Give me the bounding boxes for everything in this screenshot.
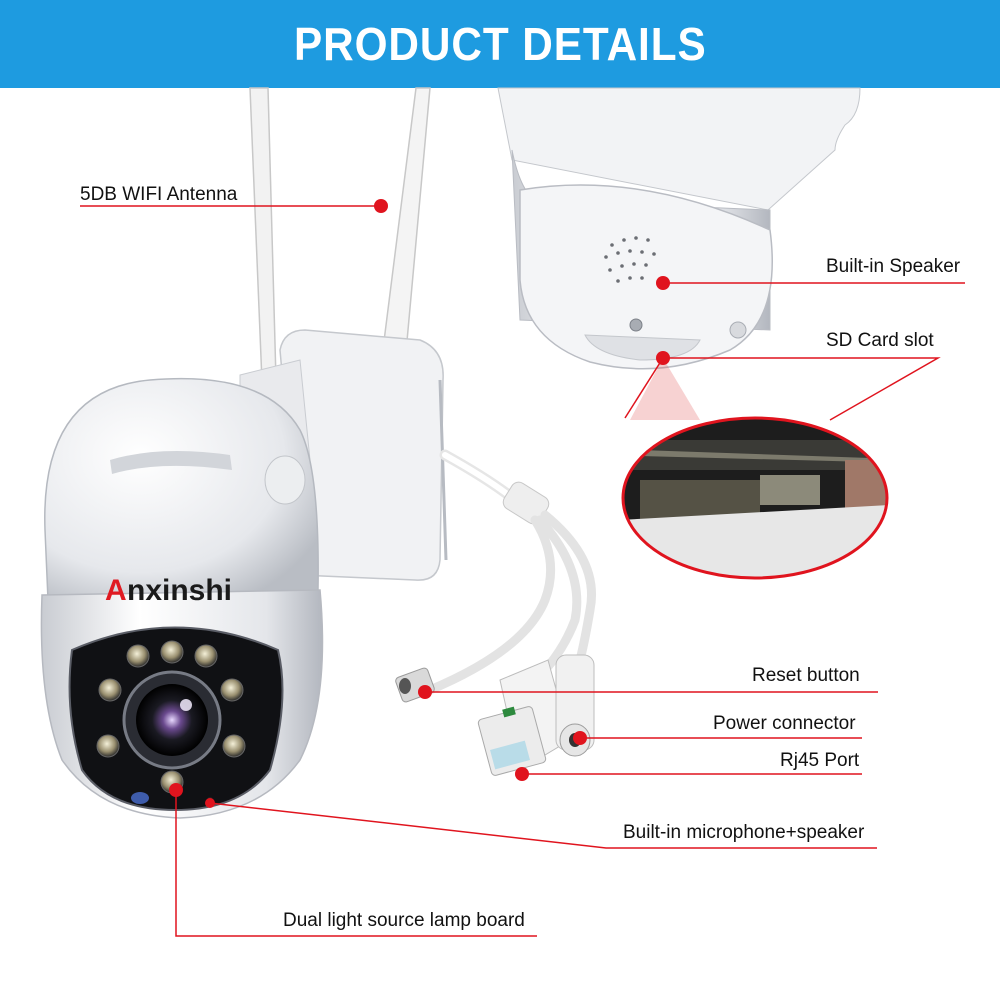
antenna-left <box>249 87 277 383</box>
label-rj45-port: Rj45 Port <box>780 750 860 771</box>
reset-connector <box>395 667 435 703</box>
brand-logo-text: nxinshi <box>127 574 232 607</box>
closeup-camera <box>497 87 861 370</box>
label-microphone-speaker: Built-in microphone+speaker <box>623 822 865 843</box>
mic-marker <box>205 798 215 808</box>
label-lamp-board: Dual light source lamp board <box>283 910 525 931</box>
label-built-in-speaker: Built-in Speaker <box>826 256 961 277</box>
callout-lines <box>80 205 965 937</box>
power-marker <box>573 731 587 745</box>
sd-card-marker <box>656 351 670 365</box>
label-wifi-antenna: 5DB WIFI Antenna <box>80 184 238 205</box>
speaker-grille <box>604 236 656 283</box>
camera-lens <box>136 684 208 756</box>
header-banner: PRODUCT DETAILS <box>0 0 1000 88</box>
lamp-marker <box>169 783 183 797</box>
label-sd-card-slot: SD Card slot <box>826 330 934 351</box>
sd-card-zoom <box>621 358 889 580</box>
main-camera <box>40 377 324 819</box>
antenna-marker <box>374 199 388 213</box>
label-power-connector: Power connector <box>713 713 856 734</box>
callout-dots <box>169 199 670 808</box>
brand-logo-initial: A <box>105 574 127 607</box>
label-reset-button: Reset button <box>752 665 860 686</box>
speaker-marker <box>656 276 670 290</box>
reset-marker <box>418 685 432 699</box>
ir-led-array <box>96 640 246 794</box>
page-title: PRODUCT DETAILS <box>293 18 707 70</box>
rj45-marker <box>515 767 529 781</box>
